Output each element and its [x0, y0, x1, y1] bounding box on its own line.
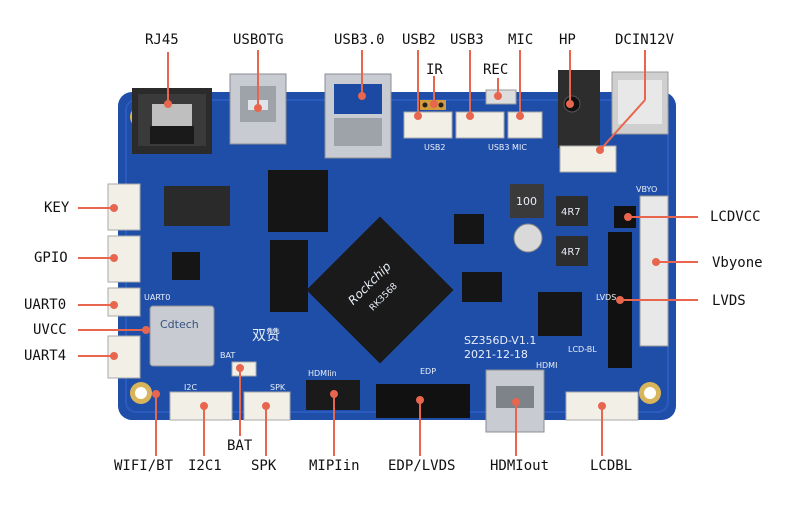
label-ir: IR	[426, 62, 443, 78]
silk-uart0: UART0	[144, 293, 170, 302]
label-usb30: USB3.0	[334, 32, 385, 48]
label-lcdbl: LCDBL	[590, 458, 633, 474]
label-dcin: DCIN12V	[615, 32, 675, 48]
label-uart0: UART0	[24, 297, 67, 313]
bat-connector	[231, 361, 257, 377]
label-key: KEY	[44, 200, 70, 216]
label-spk: SPK	[251, 458, 277, 474]
label-wifibt: WIFI/BT	[114, 458, 174, 474]
vbyone-connector	[639, 195, 669, 347]
label-mipiin: MIPIin	[309, 458, 360, 474]
label-lvds: LVDS	[712, 293, 746, 309]
label-vbyone: Vbyone	[712, 255, 763, 271]
silk-hdmi: HDMI	[536, 361, 557, 370]
inductor-text: 4R7	[561, 247, 581, 258]
label-rj45: RJ45	[145, 32, 179, 48]
label-mic: MIC	[508, 32, 534, 48]
silk-i2c: I2C	[184, 383, 197, 392]
inductor	[510, 184, 544, 218]
label-bat: BAT	[227, 438, 253, 454]
hp-jack	[558, 70, 600, 148]
silk-hdmiin: HDMIin	[308, 369, 337, 378]
label-usb3: USB3	[450, 32, 484, 48]
ic-chip	[454, 214, 484, 244]
label-rec: REC	[483, 62, 509, 78]
inductor-text: 100	[516, 195, 537, 208]
memory-chip	[268, 170, 328, 232]
label-uart4: UART4	[24, 348, 67, 364]
label-edplvds: EDP/LVDS	[388, 458, 456, 474]
dcin-header	[559, 145, 617, 173]
usb3-header	[455, 111, 505, 139]
wifi-module	[149, 305, 215, 367]
brand-cn-text: 双赞	[252, 328, 280, 344]
inductor-text: 4R7	[561, 207, 581, 218]
label-hp: HP	[559, 32, 576, 48]
ic-chip	[538, 292, 582, 336]
silk-lvds: LVDS	[596, 293, 616, 302]
silk-usb3mic: USB3 MIC	[488, 143, 527, 152]
label-usbotg: USBOTG	[233, 32, 284, 48]
capacitor	[513, 223, 543, 253]
usb2-header	[403, 111, 453, 139]
label-gpio: GPIO	[34, 250, 68, 266]
wifi-module-text: Cdtech	[160, 318, 199, 331]
board-date-text: 2021-12-18	[464, 348, 528, 361]
ic-chip	[462, 272, 502, 302]
label-hdmiout: HDMIout	[490, 458, 550, 474]
inductor	[556, 236, 588, 266]
silk-lcdbl: LCD-BL	[568, 345, 597, 354]
label-i2c1: I2C1	[188, 458, 222, 474]
silk-edp: EDP	[420, 367, 436, 376]
label-lcdvcc: LCDVCC	[710, 209, 761, 225]
memory-chip	[270, 240, 308, 312]
label-usb2: USB2	[402, 32, 436, 48]
callout-lines	[78, 50, 698, 456]
board-model-text: SZ356D-V1.1	[464, 334, 536, 347]
ethernet-chip	[164, 186, 230, 226]
mic-header	[507, 111, 543, 139]
silk-spk: SPK	[270, 383, 286, 392]
silk-usb2: USB2	[424, 143, 446, 152]
pmic-chip	[172, 252, 200, 280]
silk-bat: BAT	[220, 351, 235, 360]
inductor	[556, 196, 588, 226]
silk-vbyo: VBYO	[636, 185, 657, 194]
label-uvcc: UVCC	[33, 322, 67, 338]
